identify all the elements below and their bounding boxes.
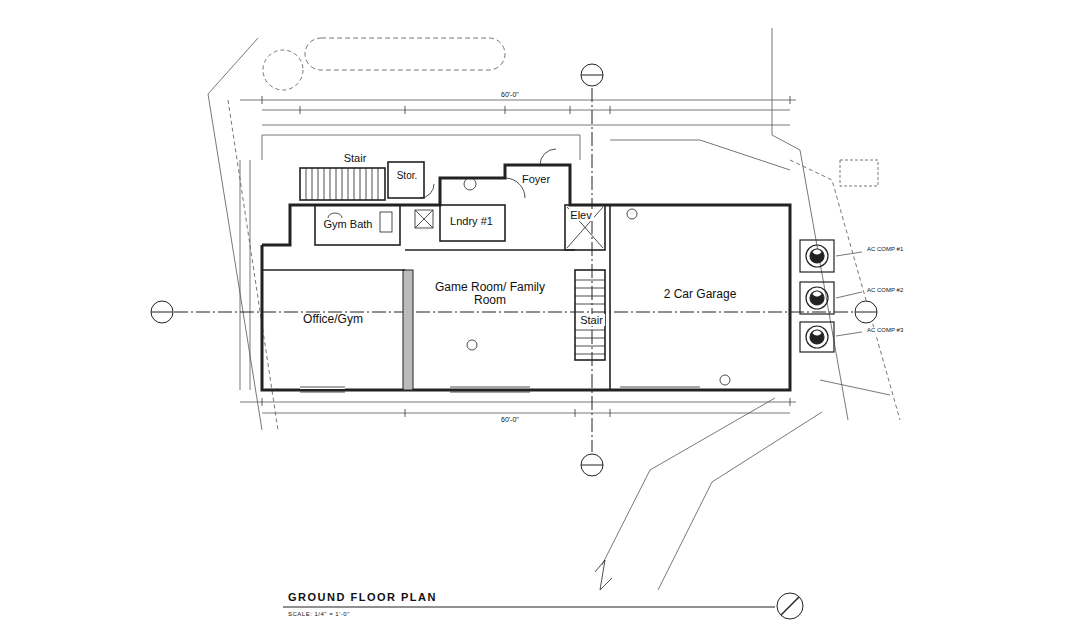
room-name: Game Room/ Family Room: [418, 281, 562, 307]
room-name: Lndry #1: [448, 215, 495, 227]
room-label-box: Game Room/ Family Room: [418, 272, 562, 316]
room-name: Office/Gym: [301, 313, 365, 326]
plan-note: AC COMP #3: [866, 327, 904, 334]
room-name: 2 Car Garage: [662, 288, 739, 301]
room-name: Foyer: [520, 173, 552, 185]
room-label-box: Foyer: [508, 170, 564, 188]
scale-note: SCALE: 1/4" = 1'-0": [287, 611, 351, 618]
room-label-box: Office/Gym: [268, 305, 398, 335]
room-name: Gym Bath: [322, 218, 375, 230]
room-name: Stair: [578, 314, 605, 326]
drawing-title: GROUND FLOOR PLAN: [287, 591, 438, 603]
plan-note: 60'-0": [500, 91, 520, 99]
room-label-box: Stair: [576, 312, 607, 328]
room-name: Elev: [568, 209, 593, 221]
room-label-box: Stair: [330, 150, 380, 166]
room-label-box: 2 Car Garage: [616, 280, 784, 310]
room-name: Stair: [342, 152, 369, 164]
room-name: Stor.: [395, 170, 420, 181]
plan-note: AC COMP #1: [866, 246, 904, 253]
room-label-box: Gym Bath: [318, 207, 378, 241]
room-label-box: Lndry #1: [446, 205, 497, 237]
plan-note: 60'-0": [500, 416, 520, 424]
plan-note: AC COMP #2: [866, 287, 904, 294]
room-label-box: Stor.: [390, 168, 424, 182]
room-label-box: Elev: [566, 206, 596, 224]
